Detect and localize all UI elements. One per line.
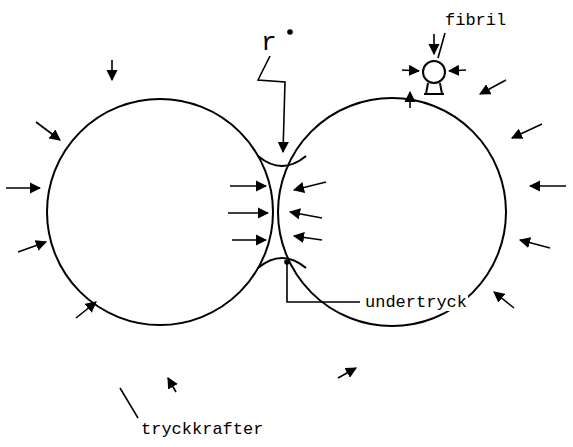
underpressure-label: undertryck bbox=[364, 294, 468, 311]
leader-lines bbox=[120, 30, 445, 418]
meniscus-top bbox=[258, 156, 306, 166]
fibril bbox=[423, 61, 445, 83]
meniscus-bottom bbox=[258, 258, 306, 268]
fibril-label: fibril bbox=[444, 12, 507, 29]
left-fibre bbox=[47, 99, 273, 325]
pressure-forces-label: tryckkrafter bbox=[140, 421, 264, 438]
right-fibre bbox=[278, 98, 506, 326]
fibril-bridge bbox=[424, 83, 444, 94]
radius-label: r bbox=[260, 30, 278, 56]
pressure-arrows bbox=[6, 34, 566, 392]
